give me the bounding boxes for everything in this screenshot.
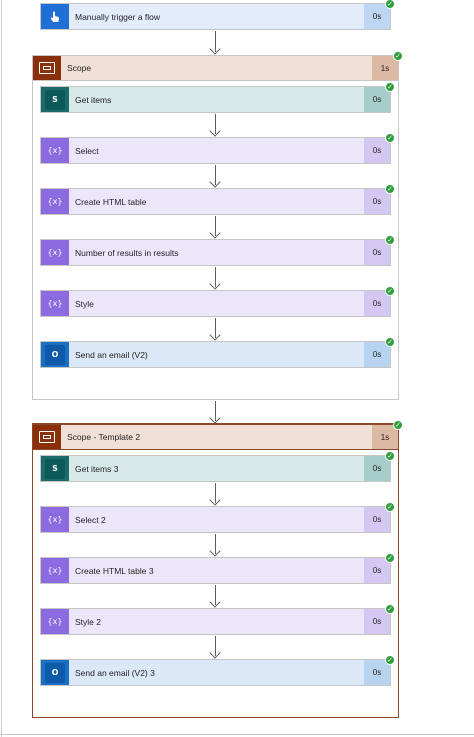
outlook-icon-wrap: O xyxy=(41,660,69,685)
success-check-icon: ✓ xyxy=(393,420,403,430)
success-check-icon: ✓ xyxy=(385,0,395,9)
action-label: Select 2 xyxy=(75,514,106,525)
success-check-icon: ✓ xyxy=(385,337,395,347)
success-check-icon: ✓ xyxy=(385,82,395,92)
connector-arrow xyxy=(209,636,222,659)
variable-icon: {x} xyxy=(47,566,63,575)
success-check-icon: ✓ xyxy=(385,604,395,614)
variable-icon-wrap: {x} xyxy=(41,609,69,634)
connector-arrow xyxy=(209,585,222,608)
scope-icon xyxy=(39,431,55,443)
connector-arrow xyxy=(209,483,222,506)
action-duration: 0s xyxy=(364,507,390,532)
scope-icon xyxy=(39,62,55,74)
scope-duration: 1s xyxy=(372,56,398,80)
action-label: Get items 3 xyxy=(75,463,119,474)
scope-duration: 1s xyxy=(372,425,398,449)
action-label: Create HTML table 3 xyxy=(75,565,154,576)
variable-icon: {x} xyxy=(47,146,63,155)
variable-icon-wrap: {x} xyxy=(41,189,69,214)
scope-label: Scope xyxy=(67,63,92,73)
variable-icon-wrap: {x} xyxy=(41,558,69,583)
variable-icon: {x} xyxy=(47,197,63,206)
action-select[interactable]: {x} Select 0s ✓ xyxy=(40,133,395,164)
sharepoint-icon-wrap: S xyxy=(41,456,69,481)
action-duration: 0s xyxy=(364,87,390,112)
trigger-duration: 0s xyxy=(364,4,390,29)
action-duration: 0s xyxy=(364,291,390,316)
sharepoint-icon-wrap: S xyxy=(41,87,69,112)
connector-arrow xyxy=(209,165,222,188)
scope-label: Scope - Template 2 xyxy=(67,432,141,442)
success-check-icon: ✓ xyxy=(385,235,395,245)
variable-icon: {x} xyxy=(47,617,63,626)
action-label: Style xyxy=(75,298,94,309)
outlook-icon-wrap: O xyxy=(41,342,69,367)
outlook-icon: O xyxy=(45,662,65,683)
variable-icon: {x} xyxy=(47,248,63,257)
action-create-html-table-3[interactable]: {x} Create HTML table 3 0s ✓ xyxy=(40,553,395,584)
connector-arrow xyxy=(209,318,222,341)
action-duration: 0s xyxy=(364,138,390,163)
scope-template-2-header[interactable]: Scope - Template 2 1s ✓ xyxy=(32,420,403,450)
action-get-items[interactable]: S Get items 0s ✓ xyxy=(40,82,395,113)
variable-icon: {x} xyxy=(47,515,63,524)
action-label: Select xyxy=(75,145,99,156)
action-select-2[interactable]: {x} Select 2 0s ✓ xyxy=(40,502,395,533)
action-send-email-3[interactable]: O Send an email (V2) 3 0s ✓ xyxy=(40,655,395,686)
action-label: Send an email (V2) xyxy=(75,349,148,360)
action-style-2[interactable]: {x} Style 2 0s ✓ xyxy=(40,604,395,635)
variable-icon-wrap: {x} xyxy=(41,240,69,265)
success-check-icon: ✓ xyxy=(393,51,403,61)
action-label: Send an email (V2) 3 xyxy=(75,667,155,678)
connector-arrow xyxy=(209,267,222,290)
action-number-of-results[interactable]: {x} Number of results in results 0s ✓ xyxy=(40,235,395,266)
scope-icon-wrap xyxy=(33,425,61,449)
trigger-label: Manually trigger a flow xyxy=(75,11,161,22)
action-create-html-table[interactable]: {x} Create HTML table 0s ✓ xyxy=(40,184,395,215)
canvas-bottom-border xyxy=(0,734,474,735)
connector-arrow xyxy=(209,534,222,557)
action-label: Style 2 xyxy=(75,616,101,627)
connector-arrow xyxy=(209,114,222,137)
action-label: Get items xyxy=(75,94,112,105)
connector-arrow xyxy=(209,401,222,424)
action-get-items-3[interactable]: S Get items 3 0s ✓ xyxy=(40,451,395,482)
action-duration: 0s xyxy=(364,189,390,214)
action-duration: 0s xyxy=(364,342,390,367)
action-duration: 0s xyxy=(364,660,390,685)
variable-icon: {x} xyxy=(47,299,63,308)
canvas-left-border xyxy=(1,0,2,737)
action-duration: 0s xyxy=(364,558,390,583)
trigger-icon-wrap xyxy=(41,4,69,29)
action-style[interactable]: {x} Style 0s ✓ xyxy=(40,286,395,317)
success-check-icon: ✓ xyxy=(385,553,395,563)
action-send-email[interactable]: O Send an email (V2) 0s ✓ xyxy=(40,337,395,368)
connector-arrow xyxy=(209,216,222,239)
outlook-icon: O xyxy=(45,344,65,365)
action-duration: 0s xyxy=(364,240,390,265)
action-duration: 0s xyxy=(364,609,390,634)
success-check-icon: ✓ xyxy=(385,655,395,665)
sharepoint-icon: S xyxy=(45,458,65,479)
success-check-icon: ✓ xyxy=(385,502,395,512)
variable-icon-wrap: {x} xyxy=(41,138,69,163)
success-check-icon: ✓ xyxy=(385,451,395,461)
connector-arrow xyxy=(209,31,222,55)
trigger-card[interactable]: Manually trigger a flow 0s ✓ xyxy=(40,0,395,30)
variable-icon-wrap: {x} xyxy=(41,291,69,316)
variable-icon-wrap: {x} xyxy=(41,507,69,532)
action-duration: 0s xyxy=(364,456,390,481)
action-label: Number of results in results xyxy=(75,247,179,258)
scope-icon-wrap xyxy=(33,56,61,80)
scope-header[interactable]: Scope 1s ✓ xyxy=(32,51,403,81)
success-check-icon: ✓ xyxy=(385,184,395,194)
success-check-icon: ✓ xyxy=(385,286,395,296)
action-label: Create HTML table xyxy=(75,196,147,207)
touch-icon xyxy=(45,7,65,27)
sharepoint-icon: S xyxy=(45,89,65,110)
success-check-icon: ✓ xyxy=(385,133,395,143)
